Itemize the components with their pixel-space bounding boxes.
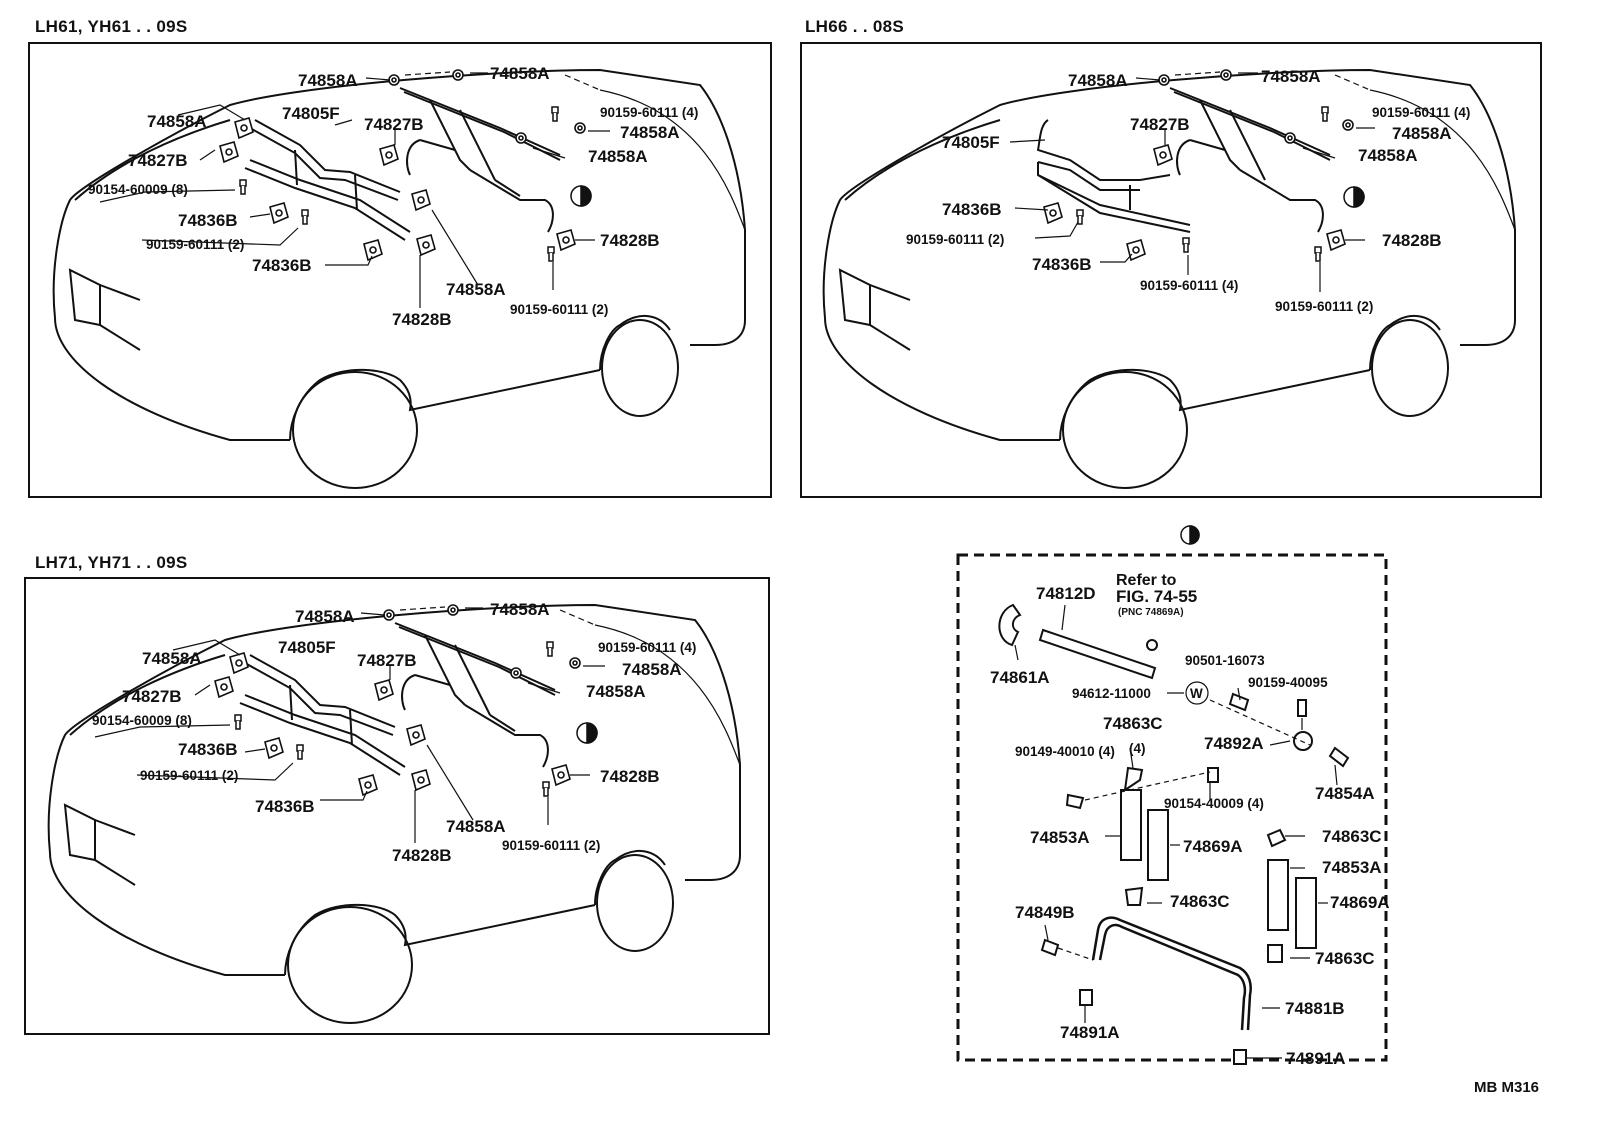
callout: 74858A [586,682,646,701]
refer-note: FIG. 74-55 [1116,587,1197,606]
callout: 90154-60009 (8) [92,713,192,728]
callout: 74891A [1286,1049,1346,1068]
detail-kit-drawing [956,525,1388,1065]
callout: (4) [1129,741,1146,756]
callout: 74827B [128,151,188,170]
callout: 74891A [1060,1023,1120,1042]
panel-caption-lh66: LH66 . . 08S [805,17,905,36]
page-code: MB M316 [1474,1079,1539,1096]
callout: 94612-11000 [1072,686,1151,701]
callout: 90149-40010 (4) [1015,744,1115,759]
callout: 74827B [357,651,417,670]
panel-caption-lh71: LH71, YH71 . . 09S [35,553,188,572]
callout: 74881B [1285,999,1345,1018]
callout: 74849B [1015,903,1075,922]
callout: 74827B [122,687,182,706]
callout: 74828B [600,767,660,786]
callout: 90159-60111 (4) [1140,278,1238,293]
callout: 74858A [142,649,202,668]
callout: 90159-60111 (4) [600,105,698,120]
refer-note: (PNC 74869A) [1118,607,1184,618]
callout: 74854A [1315,784,1375,803]
callout: 74853A [1322,858,1382,877]
callout: 74858A [490,64,550,83]
panel-lh71-drawing [47,604,742,1024]
callout: 74828B [392,846,452,865]
callout: 90159-60111 (2) [906,232,1004,247]
callout: 74858A [295,607,355,626]
panel-lh61-drawing [52,69,747,489]
callout: 74863C [1315,949,1375,968]
callout: 90159-60111 (2) [146,237,244,252]
callout: 90154-40009 (4) [1164,796,1264,811]
callout: 74812D [1036,584,1096,603]
callout: 90159-60111 (2) [140,768,238,783]
callout: 74869A [1183,837,1243,856]
panel-frame-lh71 [24,577,770,1035]
callout: 74836B [1032,255,1092,274]
panel-frame-lh66 [800,42,1542,498]
refer-note: Refer to [1116,572,1177,589]
callout: 90159-60111 (2) [510,302,608,317]
callout: 90159-40095 [1248,675,1328,690]
callout: 90501-16073 [1185,653,1265,668]
callout: 74858A [622,660,682,679]
callout: 74827B [364,115,424,134]
callout: 74863C [1170,892,1230,911]
panel-lh61-labels: 74858A 74858A 74858A 74805F 74827B 74827… [88,64,698,329]
callout: 74828B [600,231,660,250]
callout: 74863C [1103,714,1163,733]
callout: 90154-60009 (8) [88,182,188,197]
callout: 90159-60111 (2) [502,838,600,853]
callout: 74858A [1261,67,1321,86]
callout: 74861A [990,668,1050,687]
callout: 74828B [392,310,452,329]
callout: 74892A [1204,734,1264,753]
callout: 74858A [298,71,358,90]
panel-lh66-labels: 74858A 74858A 90159-60111 (4) 74858A 748… [906,67,1470,314]
callout: 74858A [446,817,506,836]
callout: 74836B [178,211,238,230]
callout: 74858A [446,280,506,299]
callout: 74858A [147,112,207,131]
washer-symbol: W [1190,686,1203,701]
panel-lh66-drawing [822,69,1516,489]
panel-lh71-labels: 74858A 74858A 74858A 74805F 74827B 90159… [92,600,696,865]
callout: 90159-60111 (4) [598,640,696,655]
callout: 74863C [1322,827,1382,846]
callout: 74836B [252,256,312,275]
callout: 74836B [255,797,315,816]
callout: 74858A [1392,124,1452,143]
callout: 74805F [942,133,1000,152]
callout: 74827B [1130,115,1190,134]
callout: 74836B [942,200,1002,219]
callout: 74858A [588,147,648,166]
panel-caption-lh61: LH61, YH61 . . 09S [35,17,188,36]
panel-frame-lh61 [28,42,772,498]
callout: 90159-60111 (2) [1275,299,1373,314]
detail-labels: Refer to FIG. 74-55 (PNC 74869A) W 74812… [990,572,1390,1068]
callout: 74858A [490,600,550,619]
callout: 90159-60111 (4) [1372,105,1470,120]
callout: 74836B [178,740,238,759]
callout: 74858A [620,123,680,142]
callout: 74869A [1330,893,1390,912]
callout: 74805F [282,104,340,123]
callout: 74853A [1030,828,1090,847]
callout: 74858A [1358,146,1418,165]
callout: 74805F [278,638,336,657]
callout: 74858A [1068,71,1128,90]
callout: 74828B [1382,231,1442,250]
